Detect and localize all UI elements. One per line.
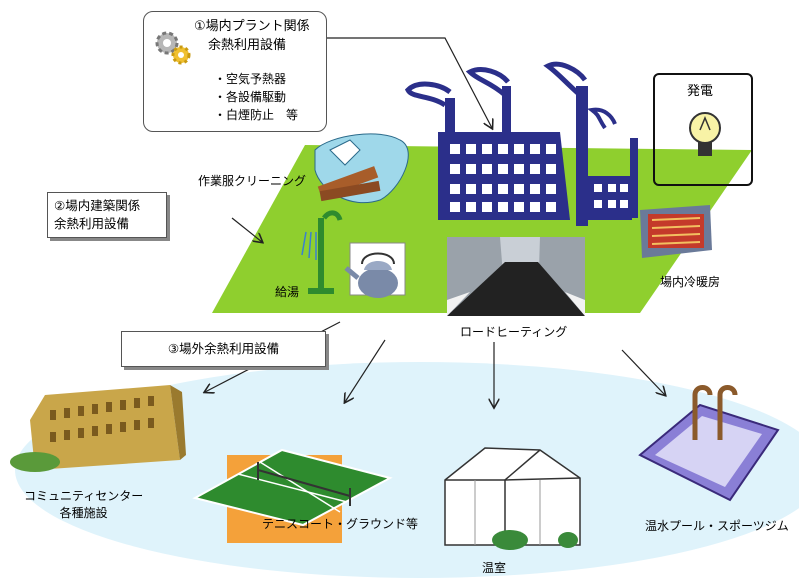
community-center-line2: 各種施設 xyxy=(59,506,108,520)
factory-building xyxy=(404,61,638,226)
section3-title: ③場外余熱利用設備 xyxy=(167,341,280,356)
power-box: 発電 xyxy=(653,73,753,186)
pool-icon xyxy=(638,385,780,502)
section1-item: ・空気予熱器 xyxy=(214,72,287,86)
offsite-area xyxy=(15,362,799,578)
shower-icon xyxy=(301,210,343,294)
greenhouse-label: 温室 xyxy=(482,561,507,575)
section3-box: ③場外余熱利用設備 xyxy=(121,331,326,367)
community-center-icon xyxy=(10,385,186,472)
road-heating-photo xyxy=(447,237,585,316)
tennis-court-icon xyxy=(192,448,393,543)
section2-box: ②場内建築関係 余熱利用設備 xyxy=(47,192,167,238)
arrow-building xyxy=(231,217,262,242)
arrow-plant xyxy=(327,37,492,128)
air-conditioning-label: 場内冷暖房 xyxy=(660,275,721,289)
community-center-label: コミュニティセンター 各種施設 xyxy=(24,488,143,522)
gear-icon xyxy=(152,28,192,68)
tennis-label: テニスコート・グラウンド等 xyxy=(262,517,419,531)
cleaning-label: 作業服クリーニング xyxy=(198,174,307,188)
heater-icon xyxy=(640,205,712,258)
pool-label: 温水プール・スポーツジム xyxy=(645,519,789,533)
hot-water-label: 給湯 xyxy=(275,285,300,299)
greenhouse-icon xyxy=(444,447,581,550)
lightbulb-icon xyxy=(689,112,721,156)
section1-box: ①場内プラント関係 余熱利用設備 ・空気予熱器 ・各設備駆動 ・白煙防止 等 xyxy=(143,11,327,132)
section1-item: ・白煙防止 等 xyxy=(214,108,299,122)
arrow-pool xyxy=(621,349,665,395)
community-center-line1: コミュニティセンター xyxy=(24,489,144,503)
section2-subtitle: 余熱利用設備 xyxy=(54,216,130,231)
section1-item: ・各設備駆動 xyxy=(214,90,287,104)
section1-title: ①場内プラント関係 xyxy=(194,19,310,34)
section2-title: ②場内建築関係 xyxy=(54,198,141,213)
laundry-icon xyxy=(314,133,409,204)
road-heating-label: ロードヒーティング xyxy=(460,325,568,339)
power-label: 発電 xyxy=(687,84,714,99)
arrow-tennis xyxy=(345,339,386,402)
kettle-icon xyxy=(344,242,406,298)
section1-subtitle: 余熱利用設備 xyxy=(208,38,287,53)
